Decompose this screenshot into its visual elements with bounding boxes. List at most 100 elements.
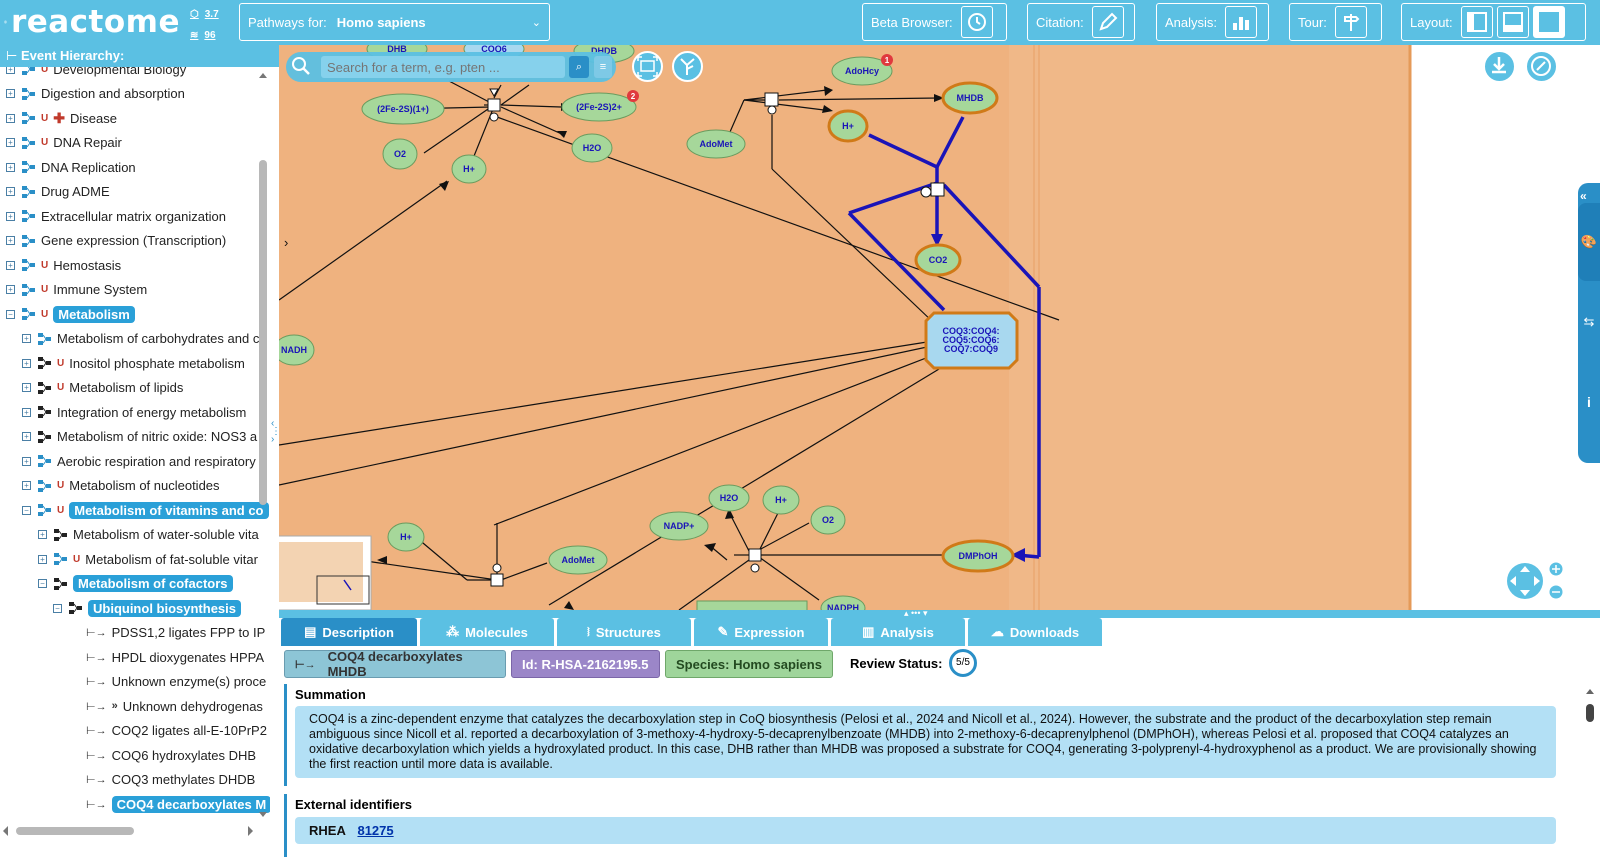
expand-icon[interactable]: +	[22, 383, 31, 392]
interactor-count-badge[interactable]: 2	[627, 90, 639, 102]
layout-left-icon[interactable]	[1460, 6, 1493, 38]
expand-icon[interactable]: +	[22, 432, 31, 441]
expand-icon[interactable]: +	[6, 162, 15, 172]
tree-item[interactable]: +Metabolism of water-soluble vita	[38, 524, 259, 546]
tree-item[interactable]: +Gene expression (Transcription)	[6, 230, 226, 252]
expand-icon[interactable]: +	[22, 456, 31, 466]
entity-h2o_top[interactable]: H2O	[571, 133, 613, 163]
entity-adomet_bot[interactable]: AdoMet	[548, 545, 608, 575]
tree-item[interactable]: +Extracellular matrix organization	[6, 205, 226, 227]
entity-nadp[interactable]: NADP+	[649, 511, 709, 541]
expand-icon[interactable]: +	[38, 554, 47, 564]
collapse-arrow[interactable]: ›	[284, 235, 288, 250]
analysis-button[interactable]: Analysis:	[1156, 3, 1269, 41]
expand-icon[interactable]: +	[22, 358, 31, 368]
entity-adohcy[interactable]: AdoHcy	[831, 56, 893, 86]
expand-icon[interactable]: +	[6, 211, 15, 221]
entity-complex-coq[interactable]: COQ3:COQ4:COQ5:COQ6:COQ7:COQ9	[924, 311, 1019, 370]
entity-mhdb[interactable]: MHDB	[941, 81, 999, 115]
entity-o2_top[interactable]: O2	[382, 138, 418, 170]
tree-item[interactable]: ⊢→Unknown enzyme(s) proce	[86, 671, 266, 693]
tree-item[interactable]: ⊢→»Unknown dehydrogenas	[86, 695, 263, 717]
expand-panel-icon[interactable]: «	[1580, 189, 1587, 203]
tree-item[interactable]: +Aerobic respiration and respiratory	[22, 450, 256, 472]
layout-full-icon[interactable]	[1532, 6, 1565, 38]
palette-icon[interactable]: 🎨	[1578, 203, 1600, 281]
entity-h_sel[interactable]: H+	[827, 109, 869, 143]
reaction-node[interactable]	[487, 98, 501, 112]
collapse-icon[interactable]: −	[38, 579, 47, 588]
tree-item[interactable]: ⊢→PDSS1,2 ligates FPP to IP	[86, 622, 265, 644]
citation-button[interactable]: Citation:	[1027, 3, 1135, 41]
tab-molecules[interactable]: ⁂Molecules	[420, 618, 554, 646]
expand-icon[interactable]: +	[22, 481, 31, 490]
expand-icon[interactable]: +	[6, 138, 15, 147]
tab-analysis[interactable]: ▥Analysis	[831, 618, 965, 646]
tour-button[interactable]: Tour:	[1289, 3, 1382, 41]
tree-item[interactable]: −Ubiquinol biosynthesis	[53, 597, 242, 619]
expand-icon[interactable]: +	[6, 236, 15, 245]
beta-browser-button[interactable]: Beta Browser:	[862, 3, 1007, 41]
tree-item[interactable]: +Metabolism of carbohydrates and c	[22, 328, 259, 350]
fit-diagram-icon[interactable]	[632, 51, 663, 82]
expand-icon[interactable]: +	[6, 187, 15, 196]
tree-item[interactable]: +U✚Disease	[6, 107, 117, 129]
tree-item[interactable]: ⊢→HPDL dioxygenates HPPA	[86, 646, 264, 668]
collapse-icon[interactable]: −	[22, 505, 31, 515]
vertical-resize-handle[interactable]: ‹⋮›	[271, 418, 281, 445]
diagram-search-input[interactable]	[321, 56, 565, 78]
entity-h_left[interactable]: H+	[387, 522, 425, 552]
collapse-icon[interactable]: −	[6, 309, 15, 319]
panel-resize-handle[interactable]: ▴ ••• ▾	[279, 608, 1600, 618]
entity-fe2s2_1[interactable]: (2Fe-2S)(1+)	[361, 93, 445, 125]
share-icon[interactable]: ⇆	[1578, 283, 1600, 361]
reaction-node[interactable]	[764, 92, 779, 107]
pathway-overview-icon[interactable]	[672, 51, 703, 82]
rhea-link[interactable]: 81275	[357, 823, 394, 838]
tree-item[interactable]: ⊢→COQ2 ligates all-E-10PrP2	[86, 720, 267, 742]
search-submit-icon[interactable]: ⌕	[569, 56, 589, 78]
entity-h_top[interactable]: H+	[451, 154, 487, 184]
tree-vertical-scrollbar[interactable]	[258, 70, 268, 820]
pan-arrows-icon[interactable]	[1510, 566, 1540, 596]
collapse-icon[interactable]: −	[53, 603, 62, 613]
entity-h2o_bot[interactable]: H2O	[708, 484, 750, 512]
tab-expression[interactable]: ✎Expression	[694, 618, 828, 646]
entity-dmphoh[interactable]: DMPhOH	[941, 539, 1015, 573]
expand-icon[interactable]: +	[6, 285, 15, 294]
species-selector[interactable]: Pathways for: Homo sapiens ⌄	[239, 3, 550, 41]
tree-item[interactable]: −Metabolism of cofactors	[38, 573, 233, 595]
tab-structures[interactable]: ⧘Structures	[557, 618, 691, 646]
tree-item[interactable]: ⊢→COQ4 decarboxylates M	[86, 793, 270, 815]
tree-item[interactable]: +Integration of energy metabolism	[22, 401, 246, 423]
download-icon[interactable]	[1483, 50, 1516, 83]
settings-sliders-icon[interactable]: ≡	[594, 56, 612, 78]
version-primary[interactable]: ⬡3.7	[190, 4, 219, 25]
tree-item[interactable]: +Digestion and absorption	[6, 83, 185, 105]
entity-nadph[interactable]: NADPH	[820, 595, 866, 610]
entity-adomet_top[interactable]: AdoMet	[686, 129, 746, 159]
entity-nadh[interactable]: NADH	[279, 334, 315, 366]
tree-item[interactable]: +Drug ADME	[6, 181, 110, 203]
tab-description[interactable]: ▤Description	[281, 618, 417, 646]
search-icon[interactable]	[291, 56, 311, 76]
entity-co2[interactable]: CO2	[914, 243, 962, 277]
interactor-count-badge[interactable]: 1	[881, 54, 893, 66]
illustration-icon[interactable]	[1525, 50, 1558, 83]
version-secondary[interactable]: ≋96	[190, 25, 219, 46]
reaction-node-selected[interactable]	[930, 182, 945, 197]
layout-bottom-icon[interactable]	[1496, 6, 1529, 38]
expand-icon[interactable]: +	[22, 334, 31, 343]
entity-o2_bot[interactable]: O2	[810, 505, 846, 535]
expand-icon[interactable]: +	[22, 407, 31, 417]
tree-item[interactable]: +DNA Replication	[6, 156, 136, 178]
